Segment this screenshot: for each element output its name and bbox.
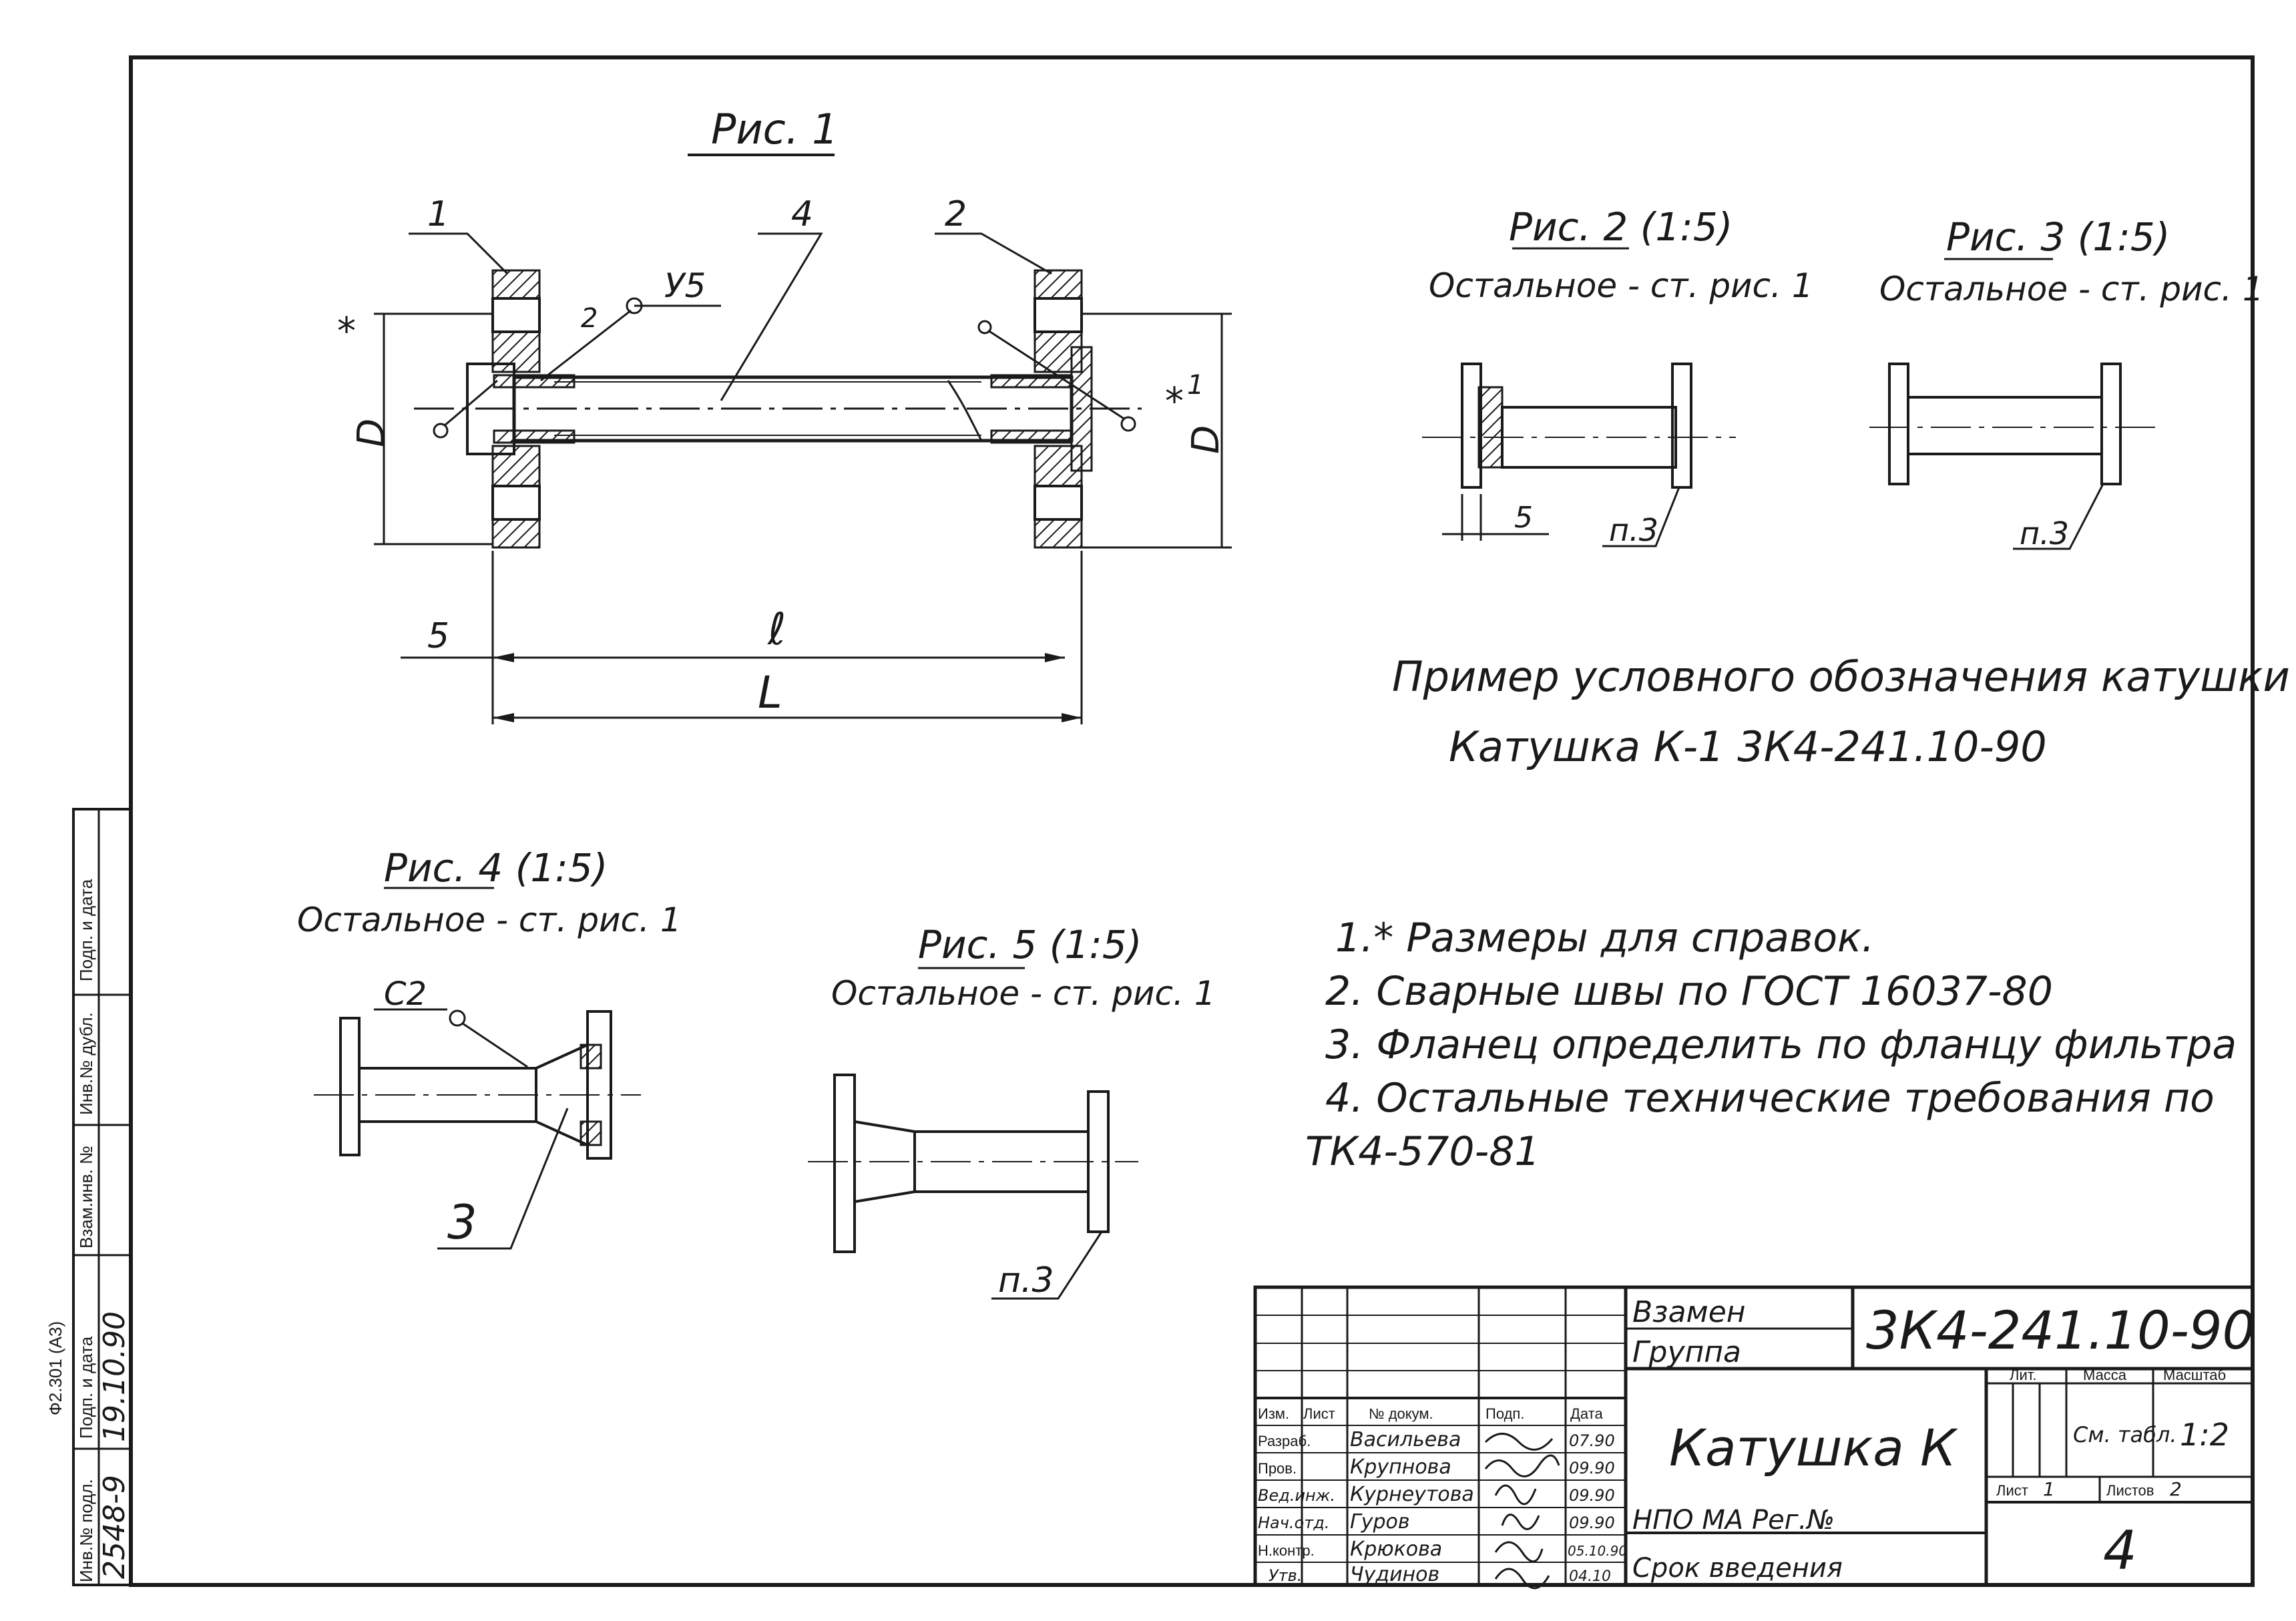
figure-2: Рис. 2 (1:5) Остальное - ст. рис. 1 5 п.… <box>1422 204 1813 548</box>
tb-head-sheet: Лист <box>1303 1405 1335 1422</box>
tb-name-developer: Васильева <box>1350 1428 1461 1451</box>
stamp-label-replace-inv: Взам.инв. № <box>76 1146 96 1248</box>
fig1-dim-D1: D <box>1184 425 1228 454</box>
fig1-dim-D1-star: * <box>1165 380 1184 423</box>
fig1-dim-5: 5 <box>427 616 449 656</box>
fig3-subtitle: Остальное - ст. рис. 1 <box>1879 270 2264 308</box>
tb-role-lead-engineer: Вед.инж. <box>1258 1486 1335 1505</box>
form-code: Ф2.301 (А3) <box>45 1321 65 1415</box>
fig3-title: Рис. 3 (1:5) <box>1946 214 2170 260</box>
technical-notes: 1.* Размеры для справок. 2. Сварные швы … <box>1305 915 2237 1175</box>
figure-3: Рис. 3 (1:5) Остальное - ст. рис. 1 п.3 <box>1869 214 2264 551</box>
fig1-left-flange <box>466 269 576 549</box>
tb-mass-label: Масса <box>2083 1367 2127 1383</box>
tb-date-developer: 07.90 <box>1569 1431 1615 1450</box>
note-2: 2. Сварные швы по ГОСТ 16037-80 <box>1325 968 2053 1015</box>
note-4-cont: ТК4-570-81 <box>1305 1128 1540 1175</box>
stamp-label-orig-inv: Инв.№ подл. <box>76 1479 96 1582</box>
stamp-label-dup-inv: Инв.№ дубл. <box>76 1012 96 1115</box>
fig1-right-flange <box>990 269 1093 549</box>
fig4-title: Рис. 4 (1:5) <box>384 845 608 891</box>
tb-mass-value: См. табл. <box>2073 1422 2176 1447</box>
fig1-title: Рис. 1 <box>711 105 839 154</box>
tb-lit-label: Лит. <box>2010 1367 2036 1383</box>
tb-head-change: Изм. <box>1258 1405 1289 1422</box>
stamp-label-sign-date-1: Подп. и дата <box>76 879 96 981</box>
tb-scale-value: 1:2 <box>2180 1417 2229 1453</box>
tb-date-approved: 04.10 <box>1569 1568 1611 1585</box>
tb-role-approved: Утв. <box>1269 1566 1302 1585</box>
stamp-handwritten-date: 19.10.90 <box>97 1311 132 1442</box>
tb-replaces-label: Взамен <box>1632 1295 1746 1329</box>
fig1-dim-L: L <box>758 667 782 718</box>
fig1-callout-y5: У5 <box>664 266 706 305</box>
fig4-callout-c2: С2 <box>384 975 427 1013</box>
fig1-dim-l: ℓ <box>767 604 786 655</box>
fig5-title: Рис. 5 (1:5) <box>918 922 1142 967</box>
side-stamp: Подп. и дата Инв.№ дубл. Взам.инв. № Под… <box>45 808 132 1586</box>
title-block: Изм. Лист № докум. Подп. Дата Разраб. Ва… <box>1253 1285 2255 1590</box>
tb-date-checker: 09.90 <box>1569 1459 1615 1477</box>
tb-sheets-label: Листов <box>2106 1482 2154 1499</box>
fig5-note: п.3 <box>998 1260 1054 1301</box>
tb-name-approved: Чудинов <box>1350 1563 1439 1586</box>
tb-role-head-dept: Нач.отд. <box>1258 1514 1329 1532</box>
tb-date-lead-engineer: 09.90 <box>1569 1486 1615 1505</box>
stamp-label-sign-date-2: Подп. и дата <box>76 1336 96 1439</box>
tb-head-docnum: № докум. <box>1369 1405 1433 1422</box>
tb-org: НПО МА Рег.№ <box>1632 1505 1835 1536</box>
tb-scale-label: Масштаб <box>2163 1367 2226 1383</box>
tb-sheets-value: 2 <box>2170 1478 2182 1500</box>
tb-name-checker: Крупнова <box>1350 1455 1451 1479</box>
figure-5: Рис. 5 (1:5) Остальное - ст. рис. 1 п.3 <box>808 922 1216 1301</box>
fig2-subtitle: Остальное - ст. рис. 1 <box>1429 266 1813 305</box>
example-line-2: Катушка К-1 3К4-241.10-90 <box>1449 722 2047 771</box>
figure-1: Рис. 1 <box>337 105 1232 724</box>
tb-role-developer: Разраб. <box>1258 1433 1311 1449</box>
tb-name-norm-control: Крюкова <box>1350 1538 1442 1561</box>
fig1-dim-D1-sub: 1 <box>1187 370 1204 401</box>
fig3-note: п.3 <box>2020 515 2069 551</box>
note-3: 3. Фланец определить по фланцу фильтра <box>1325 1021 2237 1068</box>
note-4: 4. Остальные технические требования по <box>1325 1075 2215 1122</box>
fig2-note: п.3 <box>1609 512 1658 548</box>
fig1-dim-D: D <box>350 419 393 447</box>
fig1-dim-D-star: * <box>337 310 356 353</box>
tb-role-checker: Пров. <box>1258 1460 1297 1477</box>
fig2-dim-5: 5 <box>1514 501 1533 535</box>
tb-sheet-big: 4 <box>2103 1520 2137 1582</box>
fig1-callout-2: 2 <box>945 194 967 234</box>
stamp-inv-number: 2548-9 <box>97 1475 132 1579</box>
figure-4: Рис. 4 (1:5) Остальное - ст. рис. 1 С2 3 <box>297 845 682 1250</box>
tb-title: Катушка К <box>1669 1418 1958 1477</box>
tb-sheet-label: Лист <box>1996 1482 2028 1499</box>
tb-role-norm-control: Н.контр. <box>1258 1542 1315 1559</box>
tb-sheet-value: 1 <box>2043 1478 2055 1500</box>
note-1: 1.* Размеры для справок. <box>1335 915 1874 961</box>
fig1-callout-weld: 2 <box>581 303 598 334</box>
fig1-callout-1: 1 <box>427 194 449 234</box>
fig1-callout-4: 4 <box>791 194 813 234</box>
fig2-title: Рис. 2 (1:5) <box>1509 204 1733 250</box>
fig4-callout-3: 3 <box>447 1195 477 1250</box>
tb-doc-number: 3К4-241.10-90 <box>1866 1301 2255 1361</box>
tb-intro-date: Срок введения <box>1632 1553 1843 1584</box>
tb-name-head-dept: Гуров <box>1350 1510 1410 1534</box>
tb-date-norm-control: 05.10.90 <box>1568 1543 1627 1559</box>
tb-head-sign: Подп. <box>1485 1405 1524 1422</box>
fig5-subtitle: Остальное - ст. рис. 1 <box>831 974 1216 1013</box>
fig4-subtitle: Остальное - ст. рис. 1 <box>297 901 682 939</box>
tb-group-label: Группа <box>1632 1335 1741 1369</box>
tb-date-head-dept: 09.90 <box>1569 1514 1615 1532</box>
tb-name-lead-engineer: Курнеутова <box>1350 1483 1474 1506</box>
example-line-1: Пример условного обозначения катушки К-1… <box>1392 652 2296 701</box>
tb-head-date: Дата <box>1570 1405 1603 1422</box>
